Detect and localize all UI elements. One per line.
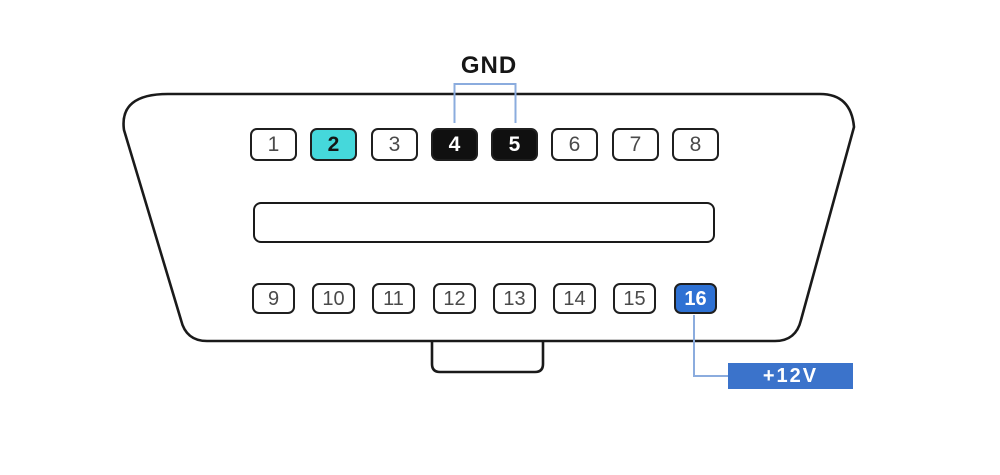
pin-16: 16 [674, 283, 717, 314]
plus12v-label: +12V [728, 363, 853, 389]
pin-6: 6 [551, 128, 598, 161]
pin-4: 4 [431, 128, 478, 161]
pin-12: 12 [433, 283, 476, 314]
pin-8: 8 [672, 128, 719, 161]
pin-3: 3 [371, 128, 418, 161]
pin-11: 11 [372, 283, 415, 314]
connector-bottom-tab [430, 341, 545, 374]
gnd-bracket-line [453, 83, 517, 123]
pin-7: 7 [612, 128, 659, 161]
pin-13: 13 [493, 283, 536, 314]
pin-1: 1 [250, 128, 297, 161]
pin-10: 10 [312, 283, 355, 314]
pin-2: 2 [310, 128, 357, 161]
pin-15: 15 [613, 283, 656, 314]
gnd-label: GND [460, 52, 518, 79]
pin16-leader-line [693, 315, 728, 377]
pin-9: 9 [252, 283, 295, 314]
center-slot [253, 202, 715, 243]
pin-5: 5 [491, 128, 538, 161]
pin-14: 14 [553, 283, 596, 314]
